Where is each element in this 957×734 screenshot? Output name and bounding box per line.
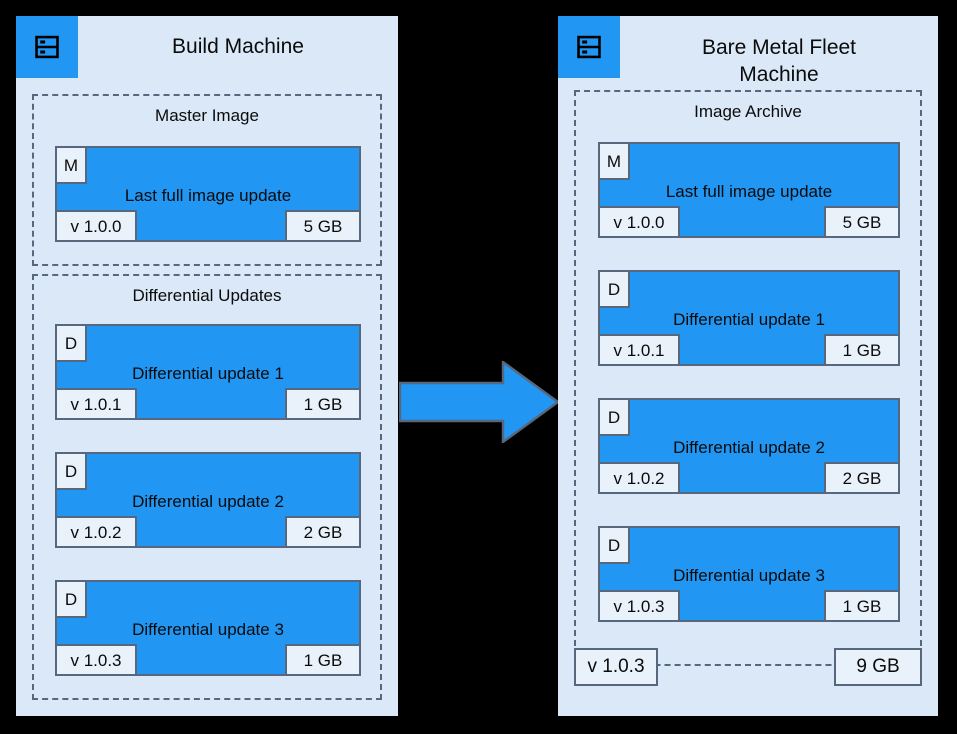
build-machine-title: Build Machine [172, 35, 304, 59]
card-size: 5 GB [824, 206, 900, 238]
archive-total-version: v 1.0.3 [574, 648, 658, 686]
build-machine-header: Build Machine [16, 16, 398, 78]
card-version: v 1.0.1 [598, 334, 680, 366]
card-badge: D [55, 580, 87, 618]
card-title: Differential update 3 [673, 566, 825, 585]
card-title: Differential update 3 [132, 620, 284, 639]
fleet-machine-title-line-1: Bare Metal Fleet [701, 36, 857, 59]
group-differential-updates: Differential Updates D Differential upda… [32, 274, 382, 700]
card-size: 1 GB [285, 388, 361, 420]
card-size: 1 GB [285, 644, 361, 676]
card-version: v 1.0.2 [55, 516, 137, 548]
group-master-image-title: Master Image [155, 106, 259, 125]
card-size: 1 GB [824, 334, 900, 366]
card-differential-update-1[interactable]: D Differential update 1 v 1.0.1 1 GB [598, 270, 900, 366]
fleet-machine-title: Bare Metal Fleet Machine [620, 16, 938, 86]
card-master-image[interactable]: M Last full image update v 1.0.0 5 GB [598, 142, 900, 238]
server-icon [16, 16, 78, 78]
card-differential-update-3[interactable]: D Differential update 3 v 1.0.3 1 GB [598, 526, 900, 622]
card-differential-update-1[interactable]: D Differential update 1 v 1.0.1 1 GB [55, 324, 361, 420]
card-badge: M [55, 146, 87, 184]
card-title: Differential update 2 [673, 438, 825, 457]
card-master-image[interactable]: M Last full image update v 1.0.0 5 GB [55, 146, 361, 242]
card-version: v 1.0.2 [598, 462, 680, 494]
card-badge: D [598, 526, 630, 564]
group-master-image: Master Image M Last full image update v … [32, 94, 382, 266]
card-badge: M [598, 142, 630, 180]
fleet-machine-panel: Bare Metal Fleet Machine Image Archive M… [558, 16, 938, 716]
card-size: 2 GB [285, 516, 361, 548]
archive-total-size: 9 GB [834, 648, 922, 686]
group-image-archive: Image Archive M Last full image update v… [574, 90, 922, 666]
card-badge: D [598, 270, 630, 308]
card-version: v 1.0.0 [55, 210, 137, 242]
card-size: 1 GB [824, 590, 900, 622]
card-title: Differential update 1 [673, 310, 825, 329]
card-differential-update-2[interactable]: D Differential update 2 v 1.0.2 2 GB [598, 398, 900, 494]
card-version: v 1.0.3 [598, 590, 680, 622]
build-machine-panel: Build Machine Master Image M Last full i… [16, 16, 398, 716]
card-title: Differential update 2 [132, 492, 284, 511]
card-title: Last full image update [665, 182, 833, 201]
card-title: Differential update 1 [132, 364, 284, 383]
card-size: 5 GB [285, 210, 361, 242]
card-title: Last full image update [124, 186, 292, 205]
card-version: v 1.0.3 [55, 644, 137, 676]
group-image-archive-title: Image Archive [694, 102, 802, 121]
card-badge: D [55, 324, 87, 362]
fleet-machine-header: Bare Metal Fleet Machine [558, 16, 938, 86]
transfer-arrow [398, 359, 561, 445]
server-icon [558, 16, 620, 78]
card-badge: D [55, 452, 87, 490]
card-version: v 1.0.1 [55, 388, 137, 420]
card-differential-update-2[interactable]: D Differential update 2 v 1.0.2 2 GB [55, 452, 361, 548]
fleet-machine-title-line-2: Machine [739, 63, 819, 87]
card-version: v 1.0.0 [598, 206, 680, 238]
card-differential-update-3[interactable]: D Differential update 3 v 1.0.3 1 GB [55, 580, 361, 676]
card-badge: D [598, 398, 630, 436]
card-size: 2 GB [824, 462, 900, 494]
group-differential-updates-title: Differential Updates [132, 286, 282, 305]
